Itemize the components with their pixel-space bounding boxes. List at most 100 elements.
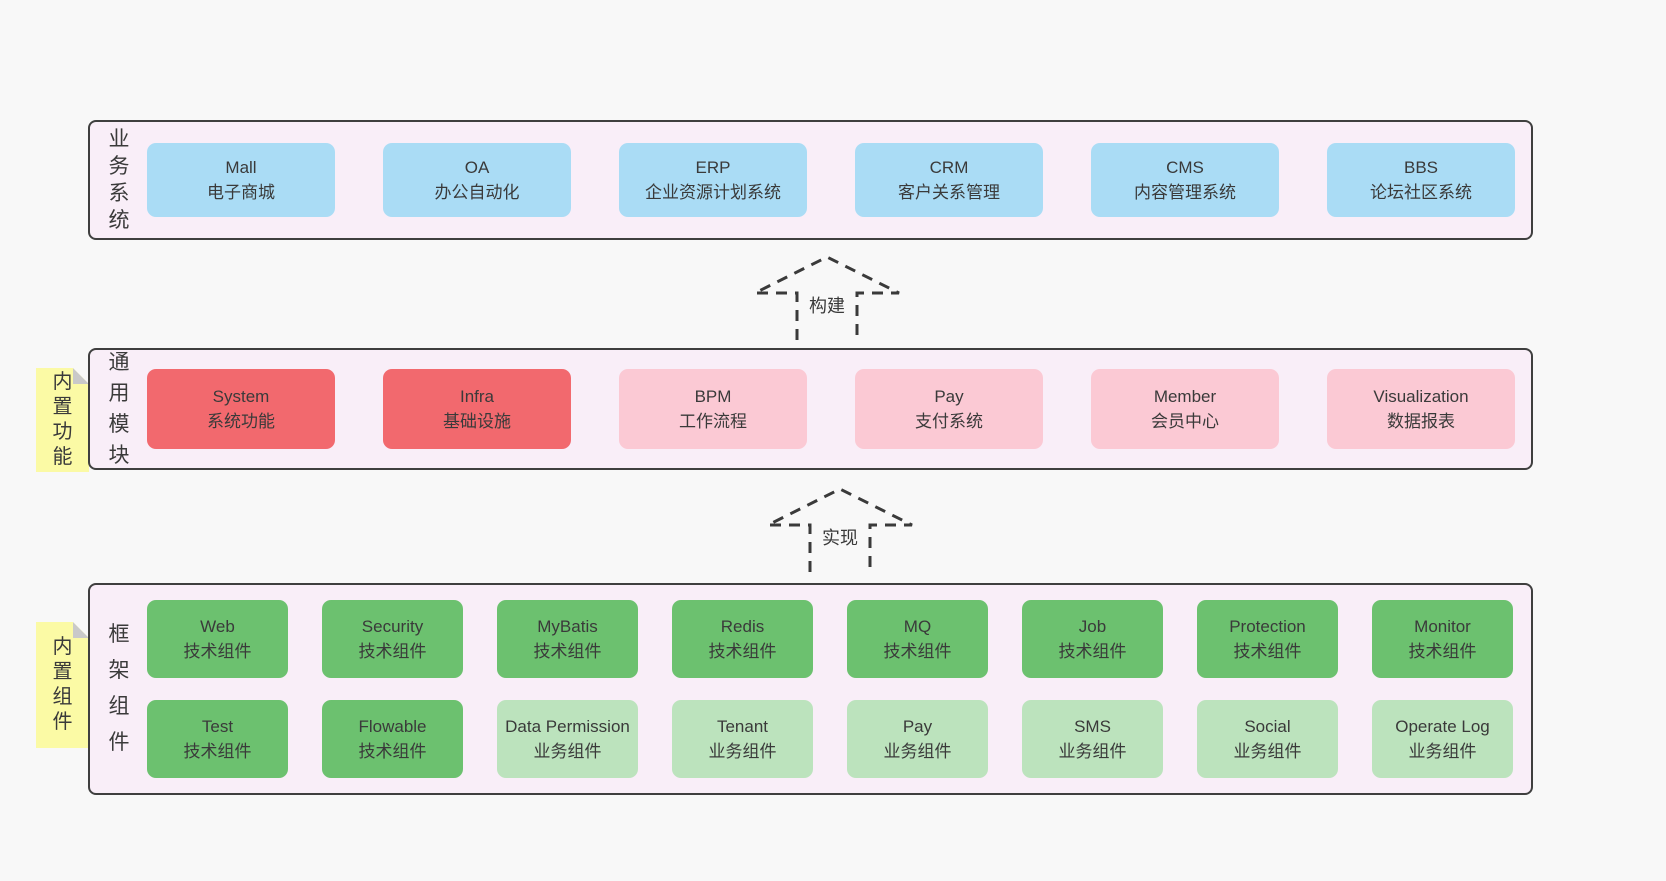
box-social: Social 业务组件 [1197,700,1338,778]
arrow-implement: 实现 [766,487,914,572]
box-desc: 技术组件 [183,642,252,661]
box-desc: 技术组件 [533,642,602,661]
box-name: Redis [720,617,765,636]
box-mybatis: MyBatis 技术组件 [497,600,638,678]
box-desc: 工作流程 [679,412,747,431]
box-desc: 支付系统 [915,412,983,431]
sticky-note-built-in-features: 内置功能 [36,368,89,472]
box-desc: 技术组件 [708,642,777,661]
box-operate-log: Operate Log 业务组件 [1372,700,1513,778]
box-name: Data Permission [505,717,630,736]
box-desc: 论坛社区系统 [1370,183,1472,202]
box-name: OA [464,158,490,177]
box-bpm: BPM 工作流程 [619,369,807,449]
box-desc: 技术组件 [183,742,252,761]
box-name: Member [1153,387,1217,406]
box-name: Visualization [1373,387,1469,406]
layer-title: 业务系统 [108,128,130,232]
box-sms: SMS 业务组件 [1022,700,1163,778]
box-desc: 客户关系管理 [898,183,1000,202]
layer-common-modules: 通用模块 System 系统功能 Infra 基础设施 BPM 工作流程 Pay… [88,348,1533,470]
box-name: Operate Log [1395,717,1490,736]
box-name: Flowable [358,717,427,736]
box-name: Tenant [716,717,769,736]
box-desc: 电子商城 [207,183,275,202]
folded-corner-icon [73,368,89,384]
box-mall: Mall 电子商城 [147,143,335,217]
box-name: Security [361,617,424,636]
arrow-up-icon [754,255,900,340]
box-name: ERP [695,158,731,177]
box-name: Pay [934,387,964,406]
box-desc: 会员中心 [1151,412,1219,431]
box-cms: CMS 内容管理系统 [1091,143,1279,217]
box-name: CRM [929,158,969,177]
box-flowable: Flowable 技术组件 [322,700,463,778]
box-name: Protection [1229,617,1306,636]
layer-framework-components: 框架组件 Web 技术组件 Security 技术组件 MyBatis 技术组件… [88,583,1533,795]
box-name: BBS [1403,158,1439,177]
box-erp: ERP 企业资源计划系统 [619,143,807,217]
box-desc: 系统功能 [207,412,275,431]
box-monitor: Monitor 技术组件 [1372,600,1513,678]
arrow-label: 构建 [803,291,851,319]
box-grid: Web 技术组件 Security 技术组件 MyBatis 技术组件 Redi… [147,600,1513,778]
box-name: MQ [903,617,932,636]
box-system: System 系统功能 [147,369,335,449]
box-desc: 技术组件 [883,642,952,661]
box-security: Security 技术组件 [322,600,463,678]
arrow-up-icon [767,487,913,572]
box-desc: 办公自动化 [434,183,520,202]
box-desc: 技术组件 [358,642,427,661]
box-row: System 系统功能 Infra 基础设施 BPM 工作流程 Pay 支付系统… [147,369,1515,449]
folded-corner-icon [73,622,89,638]
note-text: 内置功能 [52,371,73,468]
box-row: Web 技术组件 Security 技术组件 MyBatis 技术组件 Redi… [147,600,1513,678]
layer-title: 通用模块 [108,351,130,467]
box-name: System [212,387,270,406]
box-web: Web 技术组件 [147,600,288,678]
box-desc: 业务组件 [1408,742,1477,761]
box-desc: 企业资源计划系统 [645,183,781,202]
box-mq: MQ 技术组件 [847,600,988,678]
box-name: Pay [902,717,933,736]
box-desc: 技术组件 [1058,642,1127,661]
box-desc: 业务组件 [708,742,777,761]
note-text: 内置组件 [52,636,73,733]
box-desc: 内容管理系统 [1134,183,1236,202]
box-name: SMS [1074,717,1111,736]
box-test: Test 技术组件 [147,700,288,778]
box-oa: OA 办公自动化 [383,143,571,217]
box-desc: 业务组件 [883,742,952,761]
box-desc: 基础设施 [443,412,511,431]
box-bbs: BBS 论坛社区系统 [1327,143,1515,217]
sticky-note-built-in-components: 内置组件 [36,622,89,748]
box-desc: 技术组件 [1233,642,1302,661]
box-redis: Redis 技术组件 [672,600,813,678]
box-name: Mall [225,158,257,177]
box-name: Test [201,717,234,736]
box-pay-biz: Pay 业务组件 [847,700,988,778]
box-desc: 数据报表 [1387,412,1455,431]
box-name: Web [200,617,235,636]
box-pay: Pay 支付系统 [855,369,1043,449]
box-name: Monitor [1414,617,1471,636]
box-name: MyBatis [537,617,598,636]
layer-business-systems: 业务系统 Mall 电子商城 OA 办公自动化 ERP 企业资源计划系统 CRM… [88,120,1533,240]
box-name: Social [1244,717,1291,736]
box-protection: Protection 技术组件 [1197,600,1338,678]
box-desc: 业务组件 [1233,742,1302,761]
box-row: Test 技术组件 Flowable 技术组件 Data Permission … [147,700,1513,778]
box-desc: 技术组件 [1408,642,1477,661]
box-desc: 业务组件 [1058,742,1127,761]
layer-title: 框架组件 [108,623,130,754]
arrow-build: 构建 [753,255,901,340]
box-name: Job [1078,617,1107,636]
box-job: Job 技术组件 [1022,600,1163,678]
box-name: Infra [459,387,495,406]
box-member: Member 会员中心 [1091,369,1279,449]
box-data-permission: Data Permission 业务组件 [497,700,638,778]
box-desc: 技术组件 [358,742,427,761]
box-visualization: Visualization 数据报表 [1327,369,1515,449]
box-infra: Infra 基础设施 [383,369,571,449]
